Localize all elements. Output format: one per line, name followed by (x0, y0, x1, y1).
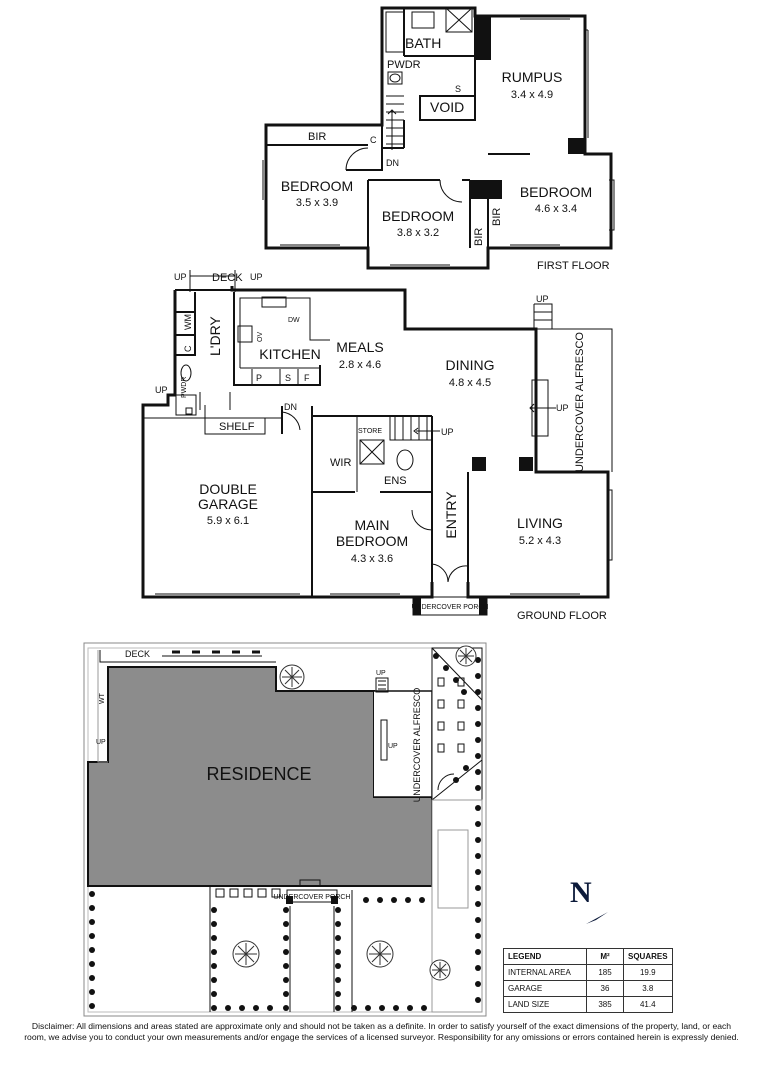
north-arrow-icon (586, 912, 608, 924)
gf-dining-size: 4.8 x 4.5 (449, 377, 491, 389)
gf-dining-name: DINING (446, 357, 495, 373)
legend-row: INTERNAL AREA 185 19.9 (503, 964, 673, 981)
site-up-left-label: UP (96, 739, 106, 746)
gf-living-size: 5.2 x 4.3 (519, 535, 561, 547)
ff-bir-label: BIR (308, 131, 326, 143)
ground-floor-plan: DECK UP UP WM L'DRY C PWDR UP DW OV KITC… (141, 270, 613, 622)
site-deck-label: DECK (125, 649, 150, 659)
ff-bedroom-mid-name: BEDROOM (382, 208, 454, 224)
gf-ldry-label: L'DRY (207, 316, 223, 356)
ff-bedroom-left-size: 3.5 x 3.9 (296, 197, 338, 209)
north-label: N (570, 876, 592, 909)
legend-row-squares: 3.8 (623, 980, 673, 997)
legend-header-legend: LEGEND (503, 948, 587, 965)
ff-bath-label: BATH (405, 35, 441, 51)
gf-wir-label: WIR (330, 457, 351, 469)
gf-up-right-label: UP (250, 272, 263, 282)
gf-p-label: P (256, 373, 262, 383)
gf-s-label: S (285, 373, 291, 383)
gf-main-bedroom-size: 4.3 x 3.6 (351, 553, 393, 565)
ff-bedroom-mid-size: 3.8 x 3.2 (397, 227, 439, 239)
gf-entry-label: ENTRY (443, 491, 459, 539)
ff-pwdr-label: PWDR (387, 59, 421, 71)
legend-row-m2: 185 (586, 964, 624, 981)
legend-header-squares: SQUARES (623, 948, 673, 965)
legend-row-m2: 385 (586, 996, 624, 1013)
gf-deck-label: DECK (212, 272, 243, 284)
gf-up-garage-label: UP (155, 385, 168, 395)
gf-up-alfresco-label: UP (536, 294, 549, 304)
ground-floor-title: GROUND FLOOR (517, 610, 607, 622)
site-up-alfresco-label: UP (388, 743, 398, 750)
gf-up-stairs-label: UP (441, 427, 454, 437)
ff-s-label: S (455, 84, 461, 94)
gf-meals-name: MEALS (336, 339, 383, 355)
gf-dn-label: DN (284, 402, 297, 412)
legend-row-name: LAND SIZE (503, 996, 587, 1013)
site-alfresco-label: UNDERCOVER ALFRESCO (412, 688, 422, 803)
first-floor-plan: BATH PWDR VOID S C DN BIR RUMPUS 3.4 x 4… (262, 6, 615, 272)
ff-bir-a-label: BIR (473, 228, 485, 246)
legend-header-row: LEGEND M² SQUARES (503, 948, 673, 965)
gf-meals-size: 2.8 x 4.6 (339, 359, 381, 371)
gf-garage-size: 5.9 x 6.1 (207, 515, 249, 527)
site-up-top-label: UP (376, 670, 386, 677)
gf-f-label: F (304, 373, 310, 383)
site-wt-label: WT (99, 692, 106, 704)
disclaimer-text: Disclaimer: All dimensions and areas sta… (24, 1021, 739, 1042)
gf-ov-label: OV (257, 332, 264, 342)
legend-row-squares: 19.9 (623, 964, 673, 981)
site-shrubs (89, 653, 481, 1011)
ff-bedroom-right-size: 4.6 x 3.4 (535, 203, 577, 215)
gf-kitchen-label: KITCHEN (259, 346, 320, 362)
gf-main-bedroom-name1: MAIN (355, 517, 390, 533)
legend-row: LAND SIZE 385 41.4 (503, 996, 673, 1013)
ff-rumpus-name: RUMPUS (502, 69, 563, 85)
gf-main-bedroom-name2: BEDROOM (336, 533, 408, 549)
legend-header-m2: M² (586, 948, 624, 965)
site-pavers (215, 677, 465, 898)
gf-porch-label: UNDERCOVER PORCH (411, 604, 488, 611)
legend-table: LEGEND M² SQUARES INTERNAL AREA 185 19.9… (503, 948, 673, 1013)
legend-row-name: INTERNAL AREA (503, 964, 587, 981)
gf-garage-name2: GARAGE (198, 496, 258, 512)
site-porch-label: UNDERCOVER PORCH (273, 894, 350, 901)
gf-dw-label: DW (288, 317, 300, 324)
legend-row: GARAGE 36 3.8 (503, 980, 673, 997)
gf-pwdr-label: PWDR (181, 377, 188, 398)
ff-dn-label: DN (386, 158, 399, 168)
gf-ens-label: ENS (384, 475, 407, 487)
ff-bedroom-left-name: BEDROOM (281, 178, 353, 194)
ff-rumpus-size: 3.4 x 4.9 (511, 89, 553, 101)
first-floor-title: FIRST FLOOR (537, 260, 610, 272)
gf-living-name: LIVING (517, 515, 563, 531)
gf-up-left-label: UP (174, 272, 187, 282)
legend-row-squares: 41.4 (623, 996, 673, 1013)
legend-row-name: GARAGE (503, 980, 587, 997)
ff-void-label: VOID (430, 99, 464, 115)
gf-shelf-label: SHELF (219, 421, 255, 433)
site-trees (232, 645, 477, 981)
ff-bir-b-label: BIR (491, 208, 503, 226)
gf-store-label: STORE (358, 428, 382, 435)
gf-wm-label: WM (183, 314, 193, 330)
gf-c-label: C (183, 345, 193, 352)
gf-garage-name1: DOUBLE (199, 481, 257, 497)
gf-up-alfresco-step-label: UP (556, 403, 569, 413)
ff-c-label: C (370, 135, 377, 145)
site-plan: DECK WT UP RESIDENCE UP UNDERCOVER ALFRE… (83, 642, 487, 1017)
gf-alfresco-label: UNDERCOVER ALFRESCO (574, 332, 586, 472)
site-residence-label: RESIDENCE (206, 764, 311, 784)
legend-row-m2: 36 (586, 980, 624, 997)
ff-bedroom-right-name: BEDROOM (520, 184, 592, 200)
